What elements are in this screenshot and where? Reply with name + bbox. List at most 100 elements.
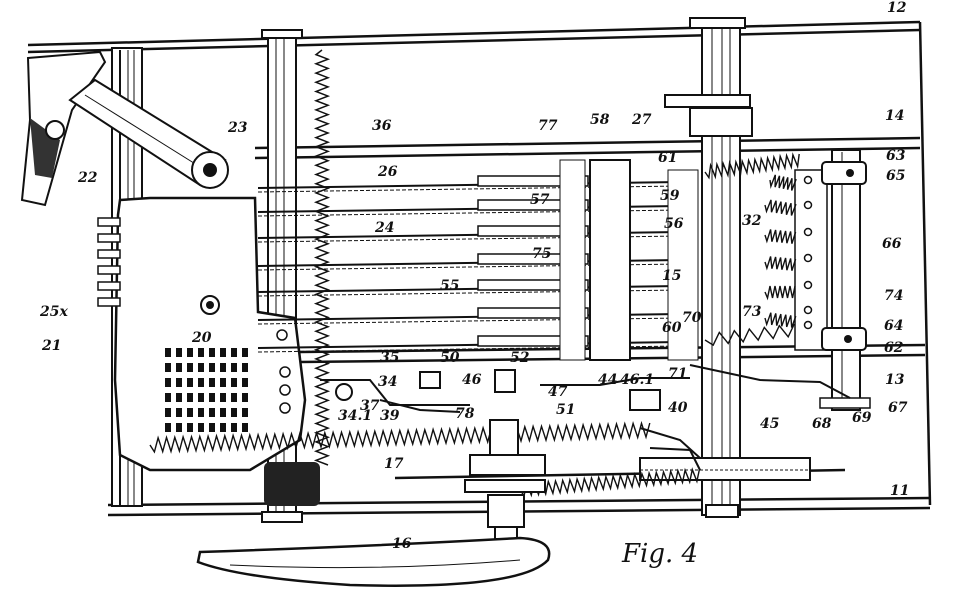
gear-stack (464, 419, 546, 540)
reference-label: 14 (885, 108, 904, 124)
rod-block (477, 199, 589, 211)
reference-label: 65 (886, 168, 905, 184)
pin (803, 280, 813, 290)
pin (803, 305, 813, 315)
rod-block (477, 307, 589, 319)
reference-label: 13 (885, 372, 905, 388)
pin (803, 200, 813, 210)
reference-label: 15 (662, 268, 681, 284)
coil-spring (764, 312, 797, 328)
reference-label: 39 (380, 408, 400, 424)
reference-label: 46.1 (620, 372, 654, 388)
key-slot (165, 348, 171, 357)
reference-label: 58 (590, 112, 610, 128)
key-slot (231, 348, 237, 357)
rod-block (477, 175, 589, 187)
key-slot (242, 423, 248, 432)
reference-label: 36 (372, 118, 392, 134)
key-slot (220, 348, 226, 357)
reference-label: 73 (742, 304, 762, 320)
reference-label: 60 (662, 320, 682, 336)
reference-label: 23 (227, 120, 248, 136)
spring-lower (519, 467, 701, 498)
key-slot (187, 393, 193, 402)
reference-label: 78 (455, 406, 475, 422)
key-slot (209, 378, 215, 387)
key-slot (242, 408, 248, 417)
pin (803, 253, 813, 263)
reference-label: 64 (884, 318, 903, 334)
vertical-spring (313, 49, 331, 466)
key-slot (231, 408, 237, 417)
reference-label: 75 (532, 246, 551, 262)
key-slot (198, 393, 204, 402)
reference-label: 69 (852, 410, 872, 426)
reference-label: 62 (884, 340, 904, 356)
reference-label: 46 (462, 372, 482, 388)
coil-spring (764, 199, 797, 216)
coil-spring (764, 229, 797, 244)
reference-label: 34 (378, 374, 397, 390)
key-slot (176, 363, 182, 372)
reference-label: 37 (360, 398, 380, 414)
reference-label: 21 (41, 338, 61, 354)
long-spring (149, 420, 651, 455)
keyboard-plate (97, 196, 307, 472)
key-slot (231, 378, 237, 387)
reference-label: 12 (887, 0, 907, 16)
handle (196, 536, 551, 587)
reference-label: 59 (660, 188, 680, 204)
comb-tooth (97, 281, 121, 291)
key-slot (209, 393, 215, 402)
key-slot (187, 363, 193, 372)
reference-label: 22 (77, 170, 98, 186)
main-shaft (639, 17, 811, 518)
right-plate (794, 149, 871, 411)
key-slot (176, 393, 182, 402)
key-slot (220, 423, 226, 432)
figure-caption: Fig. 4 (621, 539, 698, 569)
coil-spring (764, 285, 796, 301)
comb-tooth (97, 297, 121, 307)
reference-label: 34.1 (338, 408, 372, 424)
key-slot (198, 408, 204, 417)
key-slot (165, 423, 171, 432)
reference-label: 17 (384, 456, 404, 472)
key-slot (220, 363, 226, 372)
reference-label: 25x (39, 304, 68, 320)
rod-block (477, 335, 589, 347)
reference-label: 55 (440, 278, 459, 294)
key-slot (242, 378, 248, 387)
reference-label: 44 (598, 372, 617, 388)
key-slot (198, 378, 204, 387)
key-slot (198, 423, 204, 432)
reference-label: 32 (742, 213, 762, 229)
coil-spring (764, 256, 797, 271)
reference-label: 24 (374, 220, 394, 236)
key-slot (198, 363, 204, 372)
key-slot (209, 423, 215, 432)
reference-label: 26 (377, 164, 398, 180)
key-slot (231, 423, 237, 432)
reference-label: 56 (664, 216, 684, 232)
reference-label: 51 (556, 402, 575, 418)
key-slot (176, 378, 182, 387)
reference-label: 71 (668, 366, 687, 382)
key-slot (209, 363, 215, 372)
key-slot (220, 393, 226, 402)
comb-tooth (97, 265, 121, 275)
reference-label: 50 (440, 350, 460, 366)
key-slot (187, 423, 193, 432)
reference-label: 57 (530, 192, 550, 208)
reference-label: 11 (890, 483, 909, 499)
reference-label: 61 (658, 150, 677, 166)
linkage (320, 364, 851, 471)
comb-tooth (97, 217, 121, 227)
key-slot (198, 348, 204, 357)
reference-label: 66 (882, 236, 902, 252)
reference-label: 45 (760, 416, 779, 432)
top-spring (704, 152, 800, 180)
